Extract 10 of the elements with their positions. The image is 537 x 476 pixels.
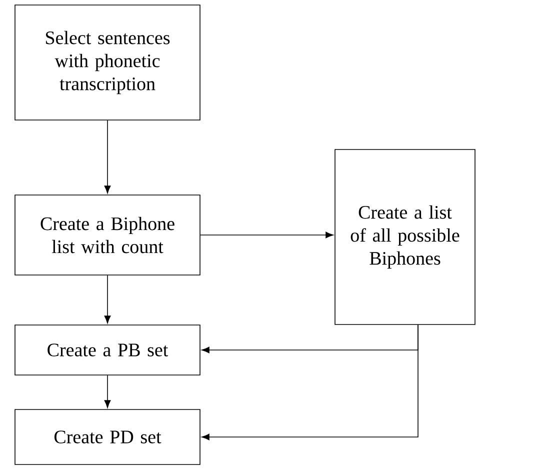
arrow xyxy=(104,375,111,408)
arrow xyxy=(200,232,334,238)
process-box: Select sentences with phonetic transcription xyxy=(14,4,200,120)
arrow xyxy=(202,324,418,440)
process-box: Create a PB set xyxy=(14,324,200,376)
arrow xyxy=(104,275,111,324)
arrow xyxy=(104,120,111,194)
process-box: Create PD set xyxy=(14,409,200,465)
process-box: Create a list of all possible Biphones xyxy=(334,149,476,325)
process-box: Create a Biphone list with count xyxy=(14,194,200,276)
